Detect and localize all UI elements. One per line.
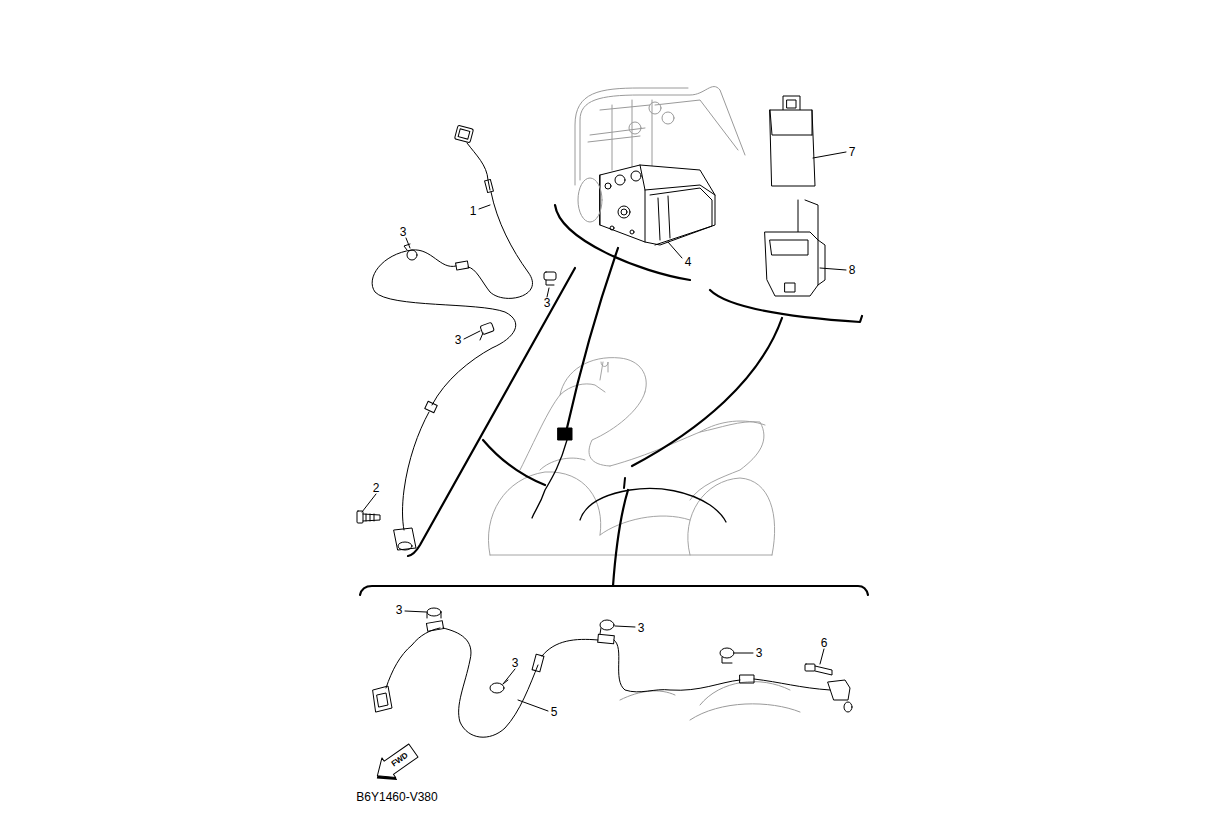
callout-number: 5 <box>551 706 558 718</box>
callout-number: 3 <box>512 657 519 669</box>
callout-number: 3 <box>455 334 462 346</box>
callout-number: 1 <box>470 205 477 217</box>
callout-number: 3 <box>544 297 551 309</box>
callout-number: 3 <box>756 647 763 659</box>
callout-number: 6 <box>821 637 828 649</box>
callout-number: 2 <box>373 482 380 494</box>
callout-number: 7 <box>849 146 856 158</box>
callout-number: 3 <box>638 622 645 634</box>
drawing-code: B6Y1460-V380 <box>356 791 437 803</box>
callout-number: 8 <box>849 264 856 276</box>
callout-number: 4 <box>685 256 692 268</box>
callout-number: 3 <box>400 226 407 238</box>
callout-number: 3 <box>396 604 403 616</box>
